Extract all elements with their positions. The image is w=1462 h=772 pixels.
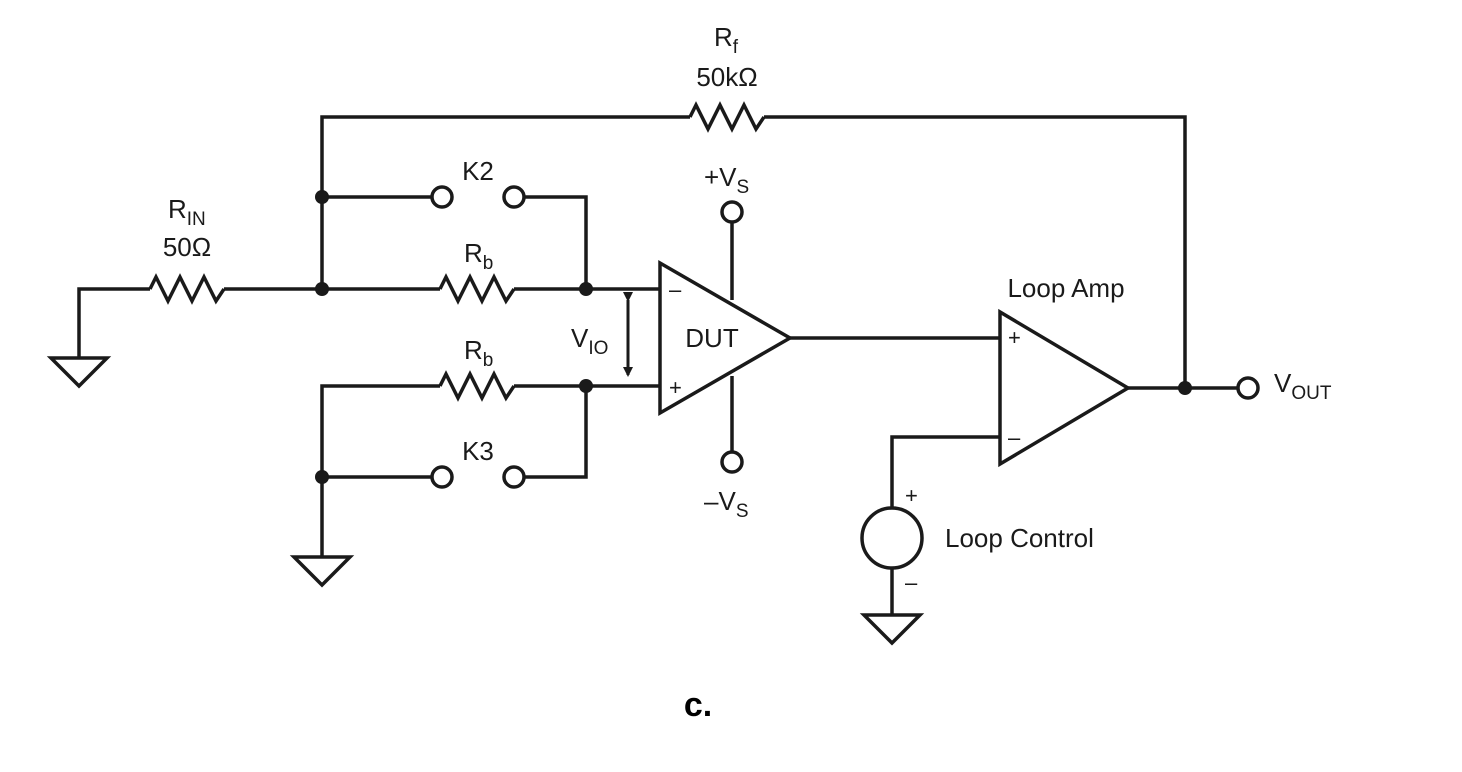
ground-symbol-input [46,356,112,389]
dut-op-amp-symbol [658,259,794,417]
dut-noninverting-pin: + [669,375,682,400]
vio-label: VIO [571,323,608,359]
resistor-rin [148,273,226,305]
k3-label: K3 [462,436,494,466]
ground-symbol-rb [289,555,355,588]
vs-pos-label: +VS [704,162,749,198]
k3-wire-right [524,386,588,479]
resistor-rf [688,101,766,133]
loop-control-wire [890,435,1000,508]
vs-neg-label: –VS [704,486,749,522]
switch-k3 [430,465,526,489]
resistor-rb-bottom [438,370,516,402]
rb-top-label: Rb [464,238,493,274]
loop-amp-noninverting-pin: + [1008,325,1021,350]
vout-terminal [1236,376,1260,400]
junction-dots [315,190,1192,484]
dut-label: DUT [685,323,739,353]
rb-bottom-label: Rb [464,335,493,371]
resistor-rb-top [438,273,516,305]
feedback-wire-left [320,115,690,289]
loop-control-minus: – [905,570,918,595]
vs-neg-terminal [720,450,744,474]
vout-label: VOUT [1274,368,1332,404]
input-wire-ground [77,287,150,358]
loop-control-plus: + [905,483,918,508]
loop-control-source [860,506,924,570]
rf-value: 50kΩ [696,62,757,92]
rin-value: 50Ω [163,232,211,262]
loop-control-label: Loop Control [945,523,1094,553]
loop-amp-symbol [998,308,1132,468]
feedback-wire-right [764,115,1187,388]
loop-amp-inverting-pin: – [1008,425,1021,450]
rb-bottom-wire-left [320,384,440,557]
k2-wire-right [524,195,588,289]
vs-pos-terminal [720,200,744,224]
rin-label: RIN [168,194,206,230]
rf-label: Rf [714,22,739,58]
figure-caption: c. [684,686,712,724]
dut-inverting-pin: – [669,277,682,302]
switch-k2 [430,185,526,209]
ground-symbol-loop-control [859,613,925,646]
k2-label: K2 [462,156,494,186]
loop-amp-label: Loop Amp [1007,273,1124,303]
